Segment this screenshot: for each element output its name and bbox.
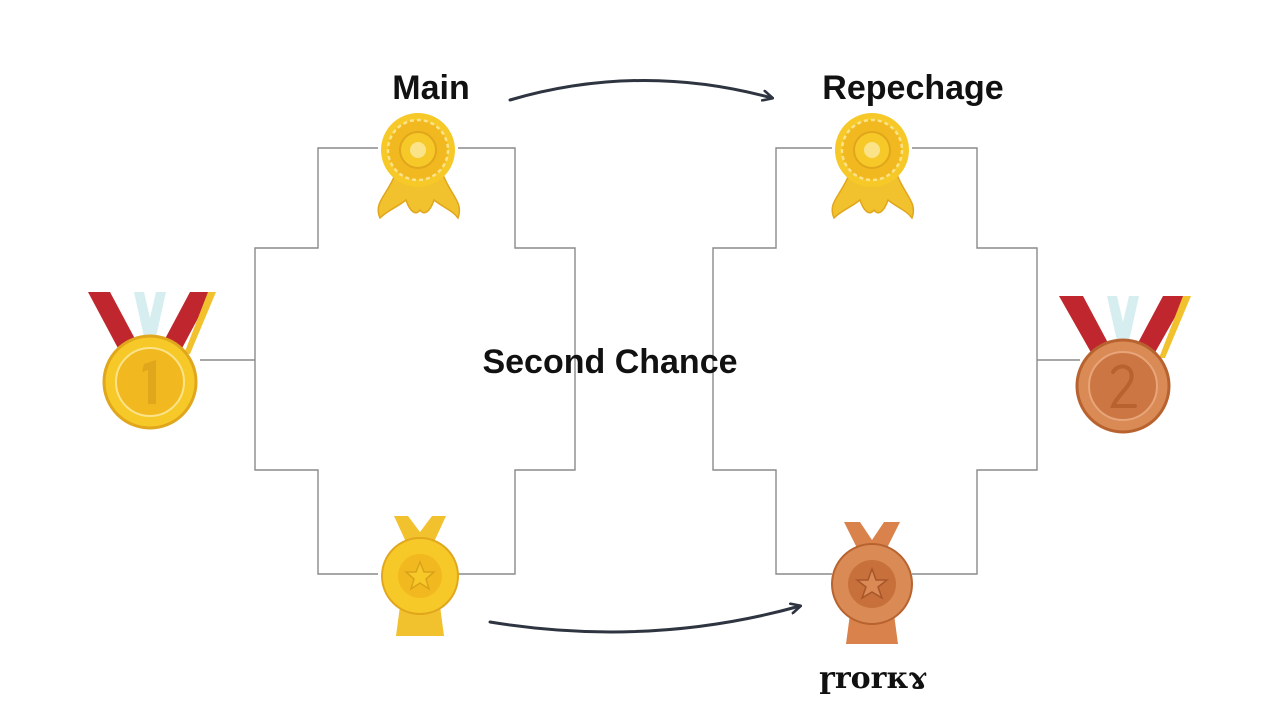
top-flow-arrow	[508, 79, 772, 100]
main-bracket-top-right	[458, 147, 576, 575]
main-bracket-top-left	[254, 147, 378, 575]
center-label: Second Chance	[482, 343, 737, 381]
repechage-bracket-right	[912, 147, 1038, 575]
repechage-bracket	[712, 147, 1080, 575]
gold-rosette-medal-icon	[831, 113, 915, 220]
gold-rosette-medal-icon	[377, 113, 461, 220]
main-title: Main	[392, 69, 469, 107]
repechage-title: Repechage	[822, 69, 1003, 107]
repechage-bracket-left	[712, 147, 832, 575]
gold-star-medal-icon	[381, 516, 459, 636]
main-bracket	[200, 147, 576, 575]
footer-caption: ɼrorкɤ	[819, 661, 927, 696]
bottom-flow-arrow	[488, 606, 800, 634]
bronze-medal-icon	[1059, 296, 1191, 434]
gold-first-place-medal-icon	[88, 292, 216, 430]
bronze-star-medal-icon	[831, 522, 913, 644]
